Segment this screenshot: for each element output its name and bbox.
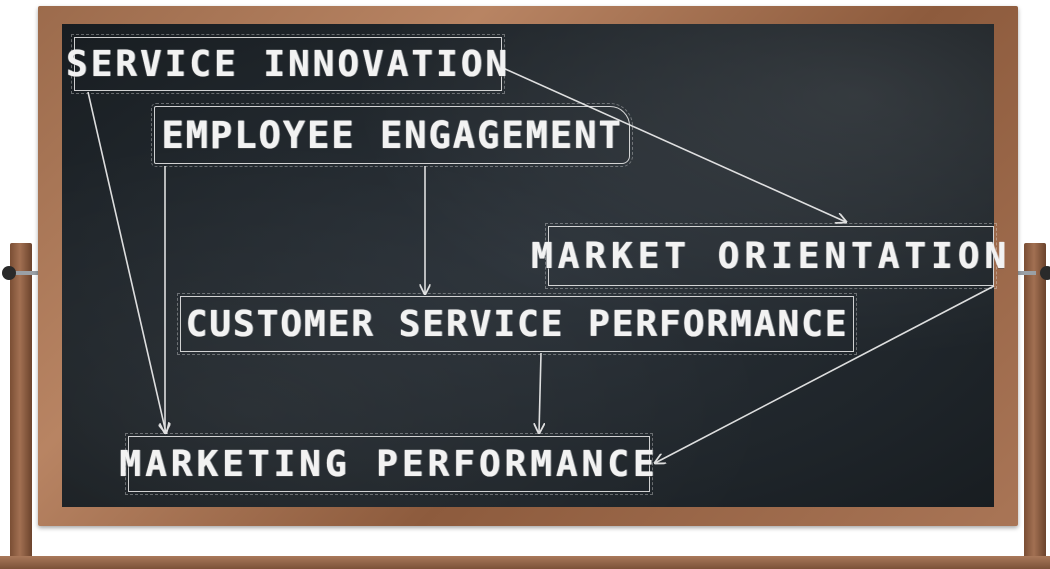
node-label: MARKET ORIENTATION [530,235,1012,277]
node-service-innovation: SERVICE INNOVATION [66,34,507,94]
node-employee-engagement: EMPLOYEE ENGAGEMENT [151,103,633,167]
node-label: EMPLOYEE ENGAGEMENT [161,113,623,157]
chalkboard [62,24,994,507]
node-customer-service-performance: CUSTOMER SERVICE PERFORMANCE [177,293,857,355]
easel-base [0,556,1050,569]
arrow-customer-service-performance-to-marketing-performance [539,352,541,433]
node-label: SERVICE INNOVATION [65,43,511,85]
node-label: CUSTOMER SERVICE PERFORMANCE [185,303,849,345]
easel-knob-left [2,266,16,280]
node-marketing-performance: MARKETING PERFORMANCE [119,433,655,495]
node-label: MARKETING PERFORMANCE [119,443,659,485]
easel-pin-left [14,271,40,275]
easel-leg-left [10,243,32,569]
arrow-service-innovation-to-marketing-performance [87,91,166,433]
easel-pin-right [1010,271,1036,275]
arrow-market-orientation-to-marketing-performance [655,285,995,463]
easel-knob-right [1040,266,1050,280]
arrow-service-innovation-to-market-orientation [502,67,846,222]
easel-leg-right [1024,243,1046,569]
node-market-orientation: MARKET ORIENTATION [531,223,1006,289]
